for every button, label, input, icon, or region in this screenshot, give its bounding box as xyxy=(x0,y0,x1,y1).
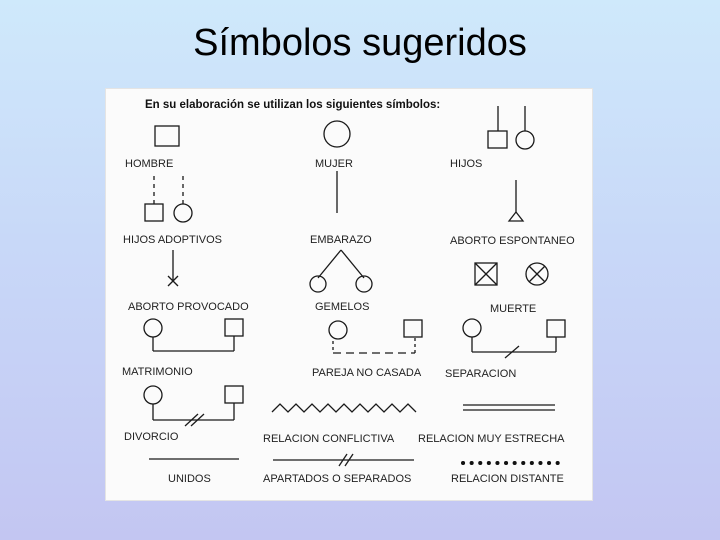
label-divorcio: DIVORCIO xyxy=(124,431,179,443)
gemelos-symbol xyxy=(309,249,373,293)
muerte-symbol xyxy=(474,262,549,286)
symbols-diagram: En su elaboración se utilizan los siguie… xyxy=(122,99,575,485)
label-relacion-conflictiva: RELACION CONFLICTIVA xyxy=(263,433,395,445)
relacion-conflictiva-symbol xyxy=(271,403,417,413)
relacion-muy-estrecha-symbol xyxy=(463,404,555,411)
label-hijos-adoptivos: HIJOS ADOPTIVOS xyxy=(123,234,222,246)
label-apartados-o-separados: APARTADOS O SEPARADOS xyxy=(263,473,411,485)
label-hijos: HIJOS xyxy=(450,158,482,170)
label-gemelos: GEMELOS xyxy=(315,301,369,313)
label-embarazo: EMBARAZO xyxy=(310,234,372,246)
label-aborto-provocado: ABORTO PROVOCADO xyxy=(128,301,249,313)
divorcio-symbol xyxy=(143,385,244,427)
label-matrimonio: MATRIMONIO xyxy=(122,366,193,378)
hombre-symbol xyxy=(154,125,180,147)
mujer-symbol xyxy=(323,120,351,213)
aborto-provocado-symbol xyxy=(167,250,179,287)
pareja-no-casada-symbol xyxy=(328,319,423,354)
hijos-adoptivos-symbol xyxy=(144,176,193,223)
symbols-panel: En su elaboración se utilizan los siguie… xyxy=(105,88,593,501)
label-muerte: MUERTE xyxy=(490,303,536,315)
separacion-symbol xyxy=(462,318,566,359)
hijos-symbol xyxy=(487,106,535,150)
apartados-o-separados-symbol xyxy=(273,453,414,467)
label-mujer: MUJER xyxy=(315,158,353,170)
label-aborto-espontaneo: ABORTO ESPONTANEO xyxy=(450,235,575,247)
label-relacion-muy-estrecha: RELACION MUY ESTRECHA xyxy=(418,433,565,445)
label-hombre: HOMBRE xyxy=(125,158,173,170)
aborto-espontaneo-symbol xyxy=(507,180,525,222)
slide-title: Símbolos sugeridos xyxy=(193,22,527,64)
label-unidos: UNIDOS xyxy=(168,473,211,485)
matrimonio-symbol xyxy=(143,318,244,352)
label-separacion: SEPARACION xyxy=(445,368,516,380)
label-pareja-no-casada: PAREJA NO CASADA xyxy=(312,367,422,379)
label-relacion-distante: RELACION DISTANTE xyxy=(451,473,564,485)
intro-text: En su elaboración se utilizan los siguie… xyxy=(145,99,440,111)
